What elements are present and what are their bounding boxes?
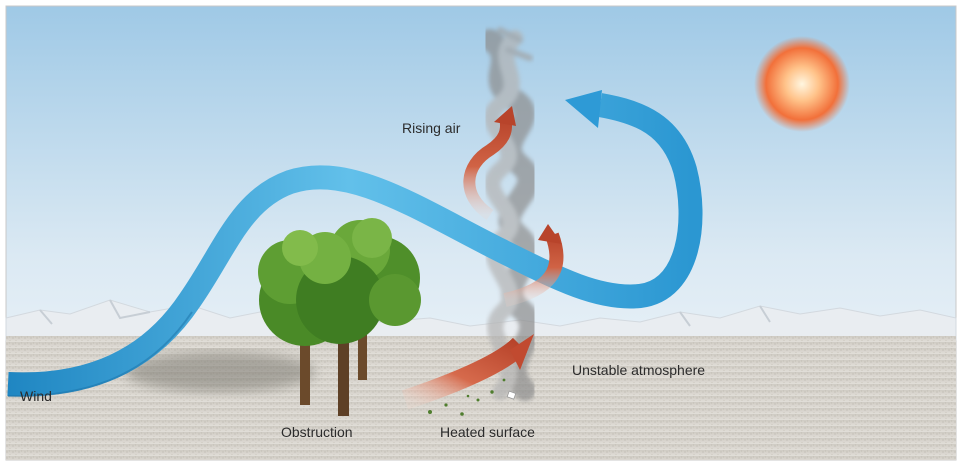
dust-debris — [428, 378, 517, 416]
label-rising-air: Rising air — [402, 120, 461, 136]
sun-icon — [754, 36, 850, 132]
rising-air-arrowhead-lower — [510, 334, 534, 370]
rising-air-arrowhead-middle — [538, 224, 562, 244]
mountain-shading — [39, 299, 771, 327]
label-heated-surface: Heated surface — [440, 424, 535, 440]
dust-devil-whirl — [479, 27, 542, 401]
wind-arrow — [7, 90, 703, 398]
tree-group-obstruction — [258, 218, 421, 416]
label-obstruction: Obstruction — [281, 424, 353, 440]
label-unstable-atmosphere: Unstable atmosphere — [572, 362, 706, 378]
rising-air-arrowhead-upper — [494, 106, 516, 126]
label-wind: Wind — [20, 388, 52, 404]
rising-air-arrows — [401, 106, 564, 410]
tree-shadow — [125, 352, 315, 392]
